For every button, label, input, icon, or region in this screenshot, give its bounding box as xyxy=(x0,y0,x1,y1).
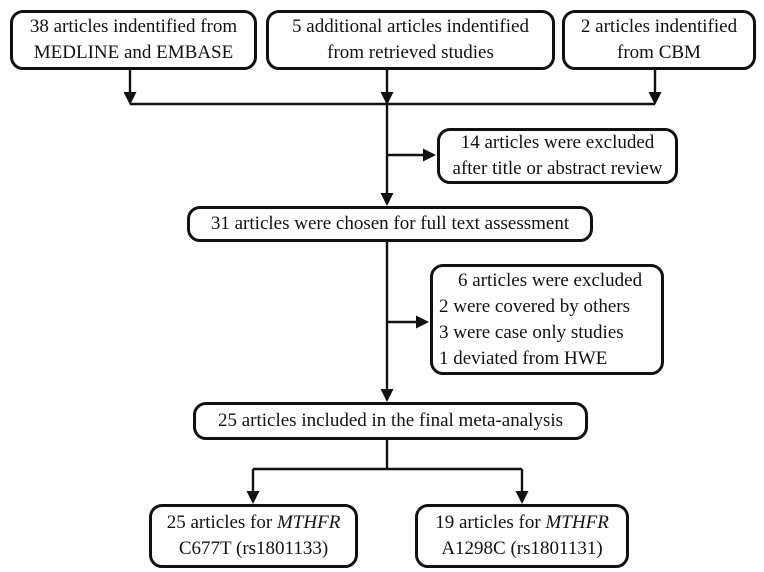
arrow-to-final xyxy=(380,242,394,402)
box-text-line: 1 deviated from HWE xyxy=(439,347,608,369)
box-text-line: 2 articles indentified xyxy=(580,16,738,37)
flow-box-mthfr-c677t: 25 articles for MTHFR C677T (rs1801133) xyxy=(149,504,358,568)
box-text-line: MEDLINE and EMBASE xyxy=(33,42,234,63)
arrow-cbm-down xyxy=(648,70,662,105)
flow-box-fulltext-assessment: 31 articles were chosen for full text as… xyxy=(187,206,593,242)
box-text-line: 2 were covered by others xyxy=(439,295,630,317)
flow-box-cbm: 2 articles indentified from CBM xyxy=(562,10,756,70)
box-text-line: C677T (rs1801133) xyxy=(178,538,329,559)
box-text-line: 6 articles were excluded xyxy=(458,269,643,291)
flow-box-medline-embase: 38 articles indentified from MEDLINE and… xyxy=(10,10,257,70)
box-text-prefix: 19 articles for xyxy=(435,512,546,533)
box-text-line: from CBM xyxy=(617,42,701,63)
box-text-line: 14 articles were excluded xyxy=(460,132,655,153)
flow-box-retrieved-studies: 5 additional articles indentified from r… xyxy=(266,10,555,70)
box-text-line: 5 additional articles indentified xyxy=(292,16,529,37)
box-text-line: 19 articles for MTHFR xyxy=(435,510,609,536)
box-text-line: 25 articles for MTHFR xyxy=(167,510,341,536)
flow-box-excluded-fulltext: 6 articles were excluded 2 were covered … xyxy=(430,264,664,375)
box-text-line: 25 articles included in the final meta-a… xyxy=(217,410,564,431)
flow-box-excluded-title-abstract: 14 articles were excluded after title or… xyxy=(437,128,678,184)
flow-box-mthfr-a1298c: 19 articles for MTHFR A1298C (rs1801131) xyxy=(415,504,629,568)
arrow-medline-down xyxy=(123,70,137,105)
box-text-line: 38 articles indentified from xyxy=(29,16,238,37)
box-text-line: after title or abstract review xyxy=(452,158,663,179)
box-text-prefix: 25 articles for xyxy=(166,512,277,533)
arrow-to-excl2 xyxy=(387,315,429,329)
arrow-to-a1298c xyxy=(515,469,529,504)
box-text-line: A1298C (rs1801131) xyxy=(441,538,603,559)
arrow-to-fulltext xyxy=(380,104,394,206)
arrow-to-excl1 xyxy=(387,148,436,162)
arrow-to-c677t xyxy=(246,469,260,504)
gene-name-italic: MTHFR xyxy=(545,512,609,533)
box-text-line: from retrieved studies xyxy=(327,42,494,63)
arrow-retrieved-down xyxy=(380,70,394,105)
gene-name-italic: MTHFR xyxy=(276,512,341,533)
flow-box-final-meta-analysis: 25 articles included in the final meta-a… xyxy=(193,402,588,440)
box-text-line: 3 were case only studies xyxy=(439,321,624,343)
box-text-line: 31 articles were chosen for full text as… xyxy=(210,213,570,234)
